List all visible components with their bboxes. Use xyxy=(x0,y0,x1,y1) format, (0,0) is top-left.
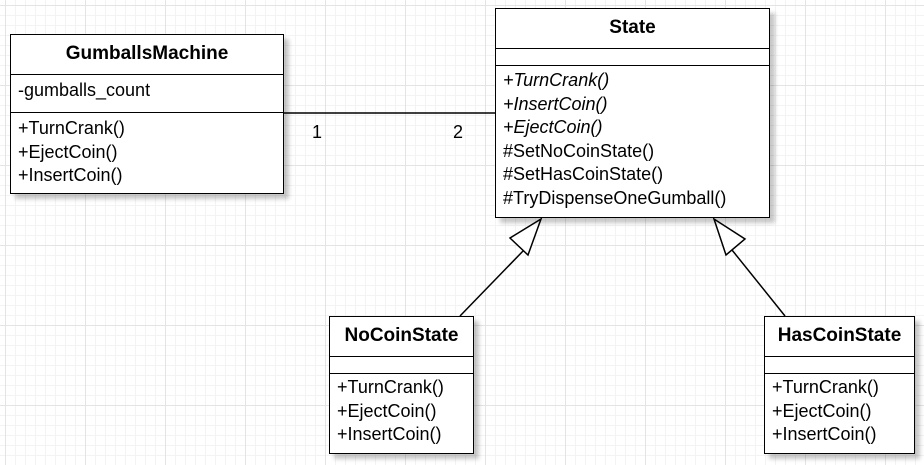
operation-abstract: +InsertCoin() xyxy=(503,93,608,114)
attribute: -gumballs_count xyxy=(18,80,151,100)
multiplicity-machine-end: 1 xyxy=(312,122,323,142)
operation: #TryDispenseOneGumball() xyxy=(503,187,727,208)
class-name: GumballsMachine xyxy=(11,35,283,75)
operations-section: +TurnCrank() +EjectCoin() +InsertCoin() xyxy=(11,113,283,192)
attributes-section: -gumballs_count xyxy=(11,75,283,113)
class-name: NoCoinState xyxy=(330,317,473,357)
multiplicity-state-end: 2 xyxy=(453,122,464,142)
operation: +EjectCoin() xyxy=(337,400,437,421)
attributes-section xyxy=(496,49,769,66)
class-gumballs-machine[interactable]: GumballsMachine -gumballs_count +TurnCra… xyxy=(10,34,284,194)
generalization-arrowhead-nocoin xyxy=(508,217,543,257)
attributes-section xyxy=(765,357,914,374)
class-no-coin-state[interactable]: NoCoinState +TurnCrank() +EjectCoin() +I… xyxy=(329,316,474,454)
operation: +InsertCoin() xyxy=(772,424,877,444)
operation: +TurnCrank() xyxy=(337,377,444,397)
operations-section: +TurnCrank() +InsertCoin() +EjectCoin() … xyxy=(496,66,769,214)
class-has-coin-state[interactable]: HasCoinState +TurnCrank() +EjectCoin() +… xyxy=(764,316,915,454)
generalization-line-hascoin[interactable] xyxy=(731,249,786,317)
operations-section: +TurnCrank() +EjectCoin() +InsertCoin() xyxy=(765,374,914,451)
class-name: HasCoinState xyxy=(765,317,914,357)
operations-section: +TurnCrank() +EjectCoin() +InsertCoin() xyxy=(330,374,473,451)
attributes-section xyxy=(330,357,473,374)
operation-abstract: +TurnCrank() xyxy=(503,70,610,90)
operation: #SetNoCoinState() xyxy=(503,140,655,161)
operation: +EjectCoin() xyxy=(18,141,118,162)
operation: #SetHasCoinState() xyxy=(503,164,664,184)
class-name: State xyxy=(496,9,769,49)
operation: +InsertCoin() xyxy=(337,424,442,444)
operation: +TurnCrank() xyxy=(772,377,879,397)
operation: +InsertCoin() xyxy=(18,165,123,185)
generalization-arrowhead-hascoin xyxy=(712,217,747,257)
operation: +TurnCrank() xyxy=(18,118,125,138)
operation: +EjectCoin() xyxy=(772,400,872,421)
operation-abstract: +EjectCoin() xyxy=(503,117,603,137)
class-state[interactable]: State +TurnCrank() +InsertCoin() +EjectC… xyxy=(495,8,770,218)
generalization-line-nocoin[interactable] xyxy=(459,249,525,317)
